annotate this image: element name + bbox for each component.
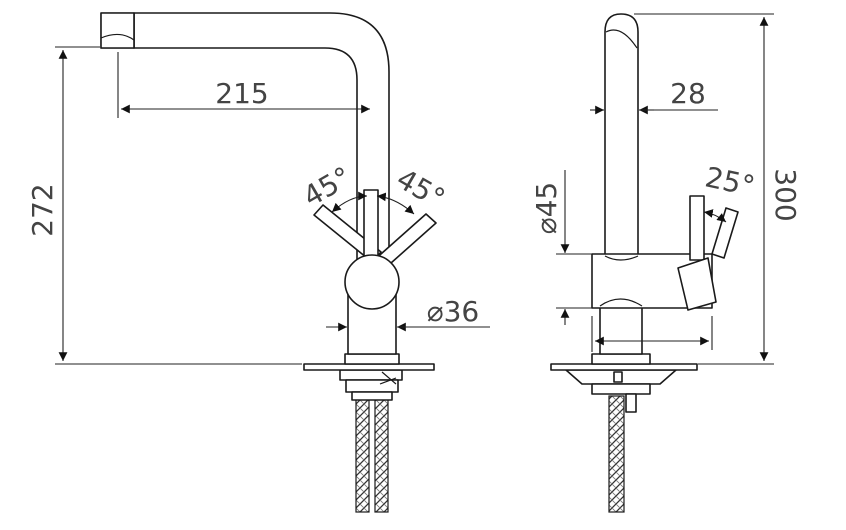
label-body-diameter: ⌀36 (427, 295, 480, 328)
dim-height-272 (55, 46, 302, 365)
front-handle-hub (344, 254, 400, 310)
front-mounting-hardware (339, 369, 403, 401)
label-height-272: 272 (26, 183, 59, 236)
front-base (344, 353, 400, 365)
side-lever (677, 195, 739, 311)
side-hose (608, 395, 625, 513)
side-mounting-hardware (565, 369, 677, 413)
dim-side-diameter (556, 170, 592, 325)
label-angle-right: 45° (391, 162, 450, 215)
front-hose-left (355, 395, 370, 513)
dim-reach-215 (117, 52, 370, 118)
dim-body-diameter (326, 312, 490, 336)
label-spout-28: 28 (670, 77, 706, 110)
label-angle-left: 45° (298, 160, 357, 213)
side-deck-plate (550, 363, 698, 371)
front-aerator (100, 12, 135, 49)
label-lever-angle: 25° (702, 160, 757, 203)
dim-angle-arcs (331, 191, 415, 215)
label-total-height: 300 (769, 168, 802, 221)
side-base (591, 353, 651, 365)
dim-side-base (591, 316, 713, 352)
side-view: 28 ⌀45 25° 300 (530, 13, 802, 513)
dim-lever-angle (703, 209, 727, 223)
front-deck-plate (303, 363, 435, 371)
label-reach-215: 215 (215, 77, 268, 110)
dim-total-height (634, 13, 774, 365)
side-spout (604, 13, 639, 257)
front-view: 272 215 45° 45° ⌀36 (26, 12, 490, 513)
front-hose-right (374, 395, 389, 513)
label-side-diameter: ⌀45 (530, 182, 563, 235)
